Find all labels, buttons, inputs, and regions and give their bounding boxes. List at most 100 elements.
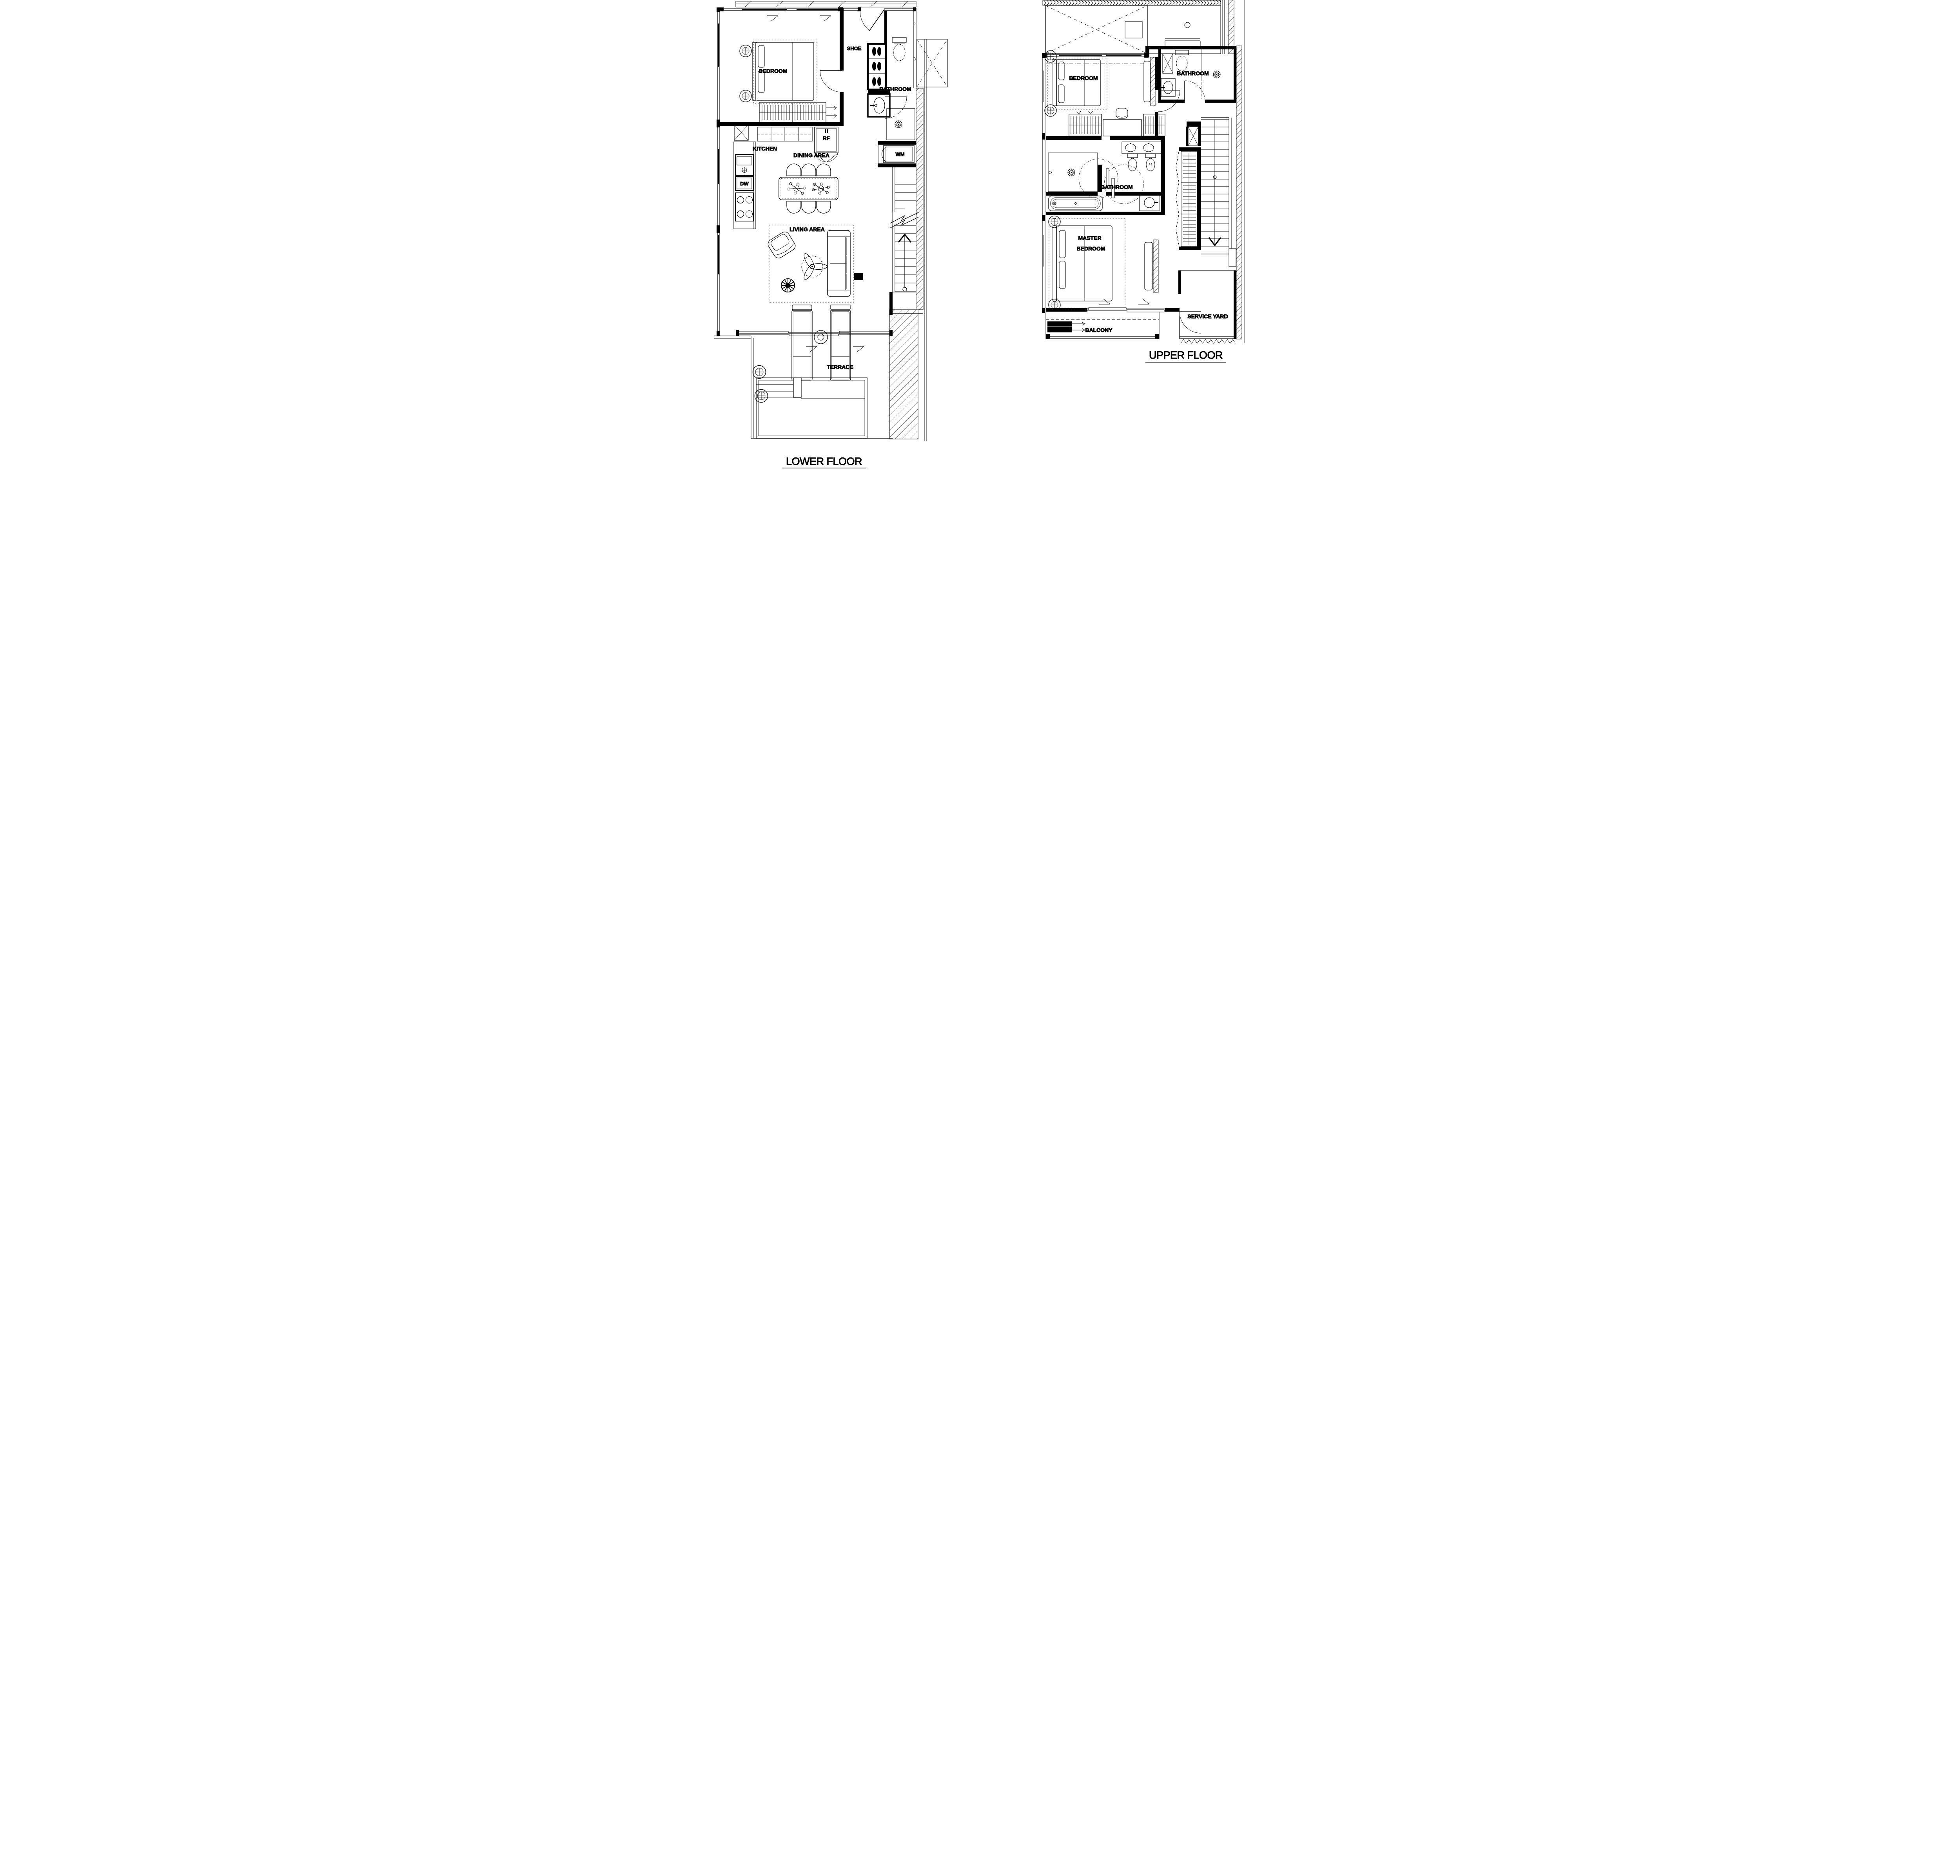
stair-up-arrow bbox=[898, 233, 911, 243]
roof-void bbox=[1042, 0, 1234, 54]
kitchen: DW RF KITCHEN bbox=[733, 124, 838, 229]
bifold-doors bbox=[1175, 152, 1179, 245]
staircase-lower bbox=[889, 167, 923, 314]
service-yard: SERVICE YARD bbox=[1178, 270, 1236, 344]
bed bbox=[752, 42, 814, 101]
shoes-icon bbox=[872, 47, 881, 86]
terrace-table bbox=[813, 330, 828, 344]
living-area: LIVING AREA bbox=[768, 225, 863, 303]
dining-area: DINING AREA bbox=[778, 152, 838, 214]
stool bbox=[1115, 108, 1128, 119]
terrace: TERRACE bbox=[752, 305, 867, 439]
room-label-bedroom-lower: BEDROOM bbox=[759, 68, 787, 74]
bathroom-door-swing bbox=[885, 96, 907, 119]
room-label-bedroom-upper: BEDROOM bbox=[1069, 75, 1098, 81]
bedroom-upper: BEDROOM bbox=[1044, 50, 1180, 117]
laundry-closet: WM bbox=[878, 145, 915, 163]
duct-x-box bbox=[734, 124, 748, 141]
balcony: BALCONY bbox=[1045, 312, 1159, 339]
bathroom-upper-top: BATHROOM bbox=[1160, 49, 1220, 102]
dishwasher: DW bbox=[735, 176, 754, 191]
entry-door bbox=[860, 9, 885, 31]
pouf bbox=[780, 278, 795, 293]
place-setting bbox=[811, 181, 830, 196]
shower-lower bbox=[886, 108, 915, 140]
washer-door bbox=[881, 147, 886, 162]
bathroom-upper-mid: BATHROOM bbox=[1048, 142, 1161, 211]
bedroom-door bbox=[820, 70, 842, 93]
armchair bbox=[768, 231, 795, 259]
tall-closet bbox=[1175, 151, 1198, 247]
dressing-area bbox=[1068, 108, 1199, 146]
planter bbox=[752, 365, 766, 379]
rug bbox=[769, 225, 853, 303]
cooktop bbox=[735, 192, 754, 221]
sun-lounger bbox=[791, 305, 813, 381]
sofa bbox=[827, 230, 851, 297]
room-label-master-line1: MASTER bbox=[1078, 235, 1101, 241]
bedroom-door-upper bbox=[1158, 90, 1180, 112]
floor-plan-drawing: BEDROOM SHOE bbox=[714, 0, 1244, 468]
toilet-icon bbox=[1174, 50, 1189, 71]
master-bedroom: MASTER BEDROOM bbox=[1048, 216, 1165, 312]
bedroom-lower: BEDROOM bbox=[739, 40, 842, 123]
opening-marks bbox=[806, 346, 864, 352]
nightstand bbox=[739, 90, 752, 102]
upper-counter bbox=[757, 127, 813, 142]
vanity-sink bbox=[867, 93, 891, 118]
service-yard-door bbox=[1179, 311, 1201, 334]
ac-louver bbox=[1047, 321, 1085, 332]
tv-wall bbox=[1153, 239, 1158, 293]
master-sliding-door bbox=[1087, 307, 1165, 312]
room-label-kitchen: KITCHEN bbox=[752, 145, 777, 152]
wardrobe-lower bbox=[759, 102, 837, 123]
room-label-service-yard: SERVICE YARD bbox=[1187, 313, 1228, 319]
terrace-sliding-door bbox=[735, 330, 893, 336]
room-label-dining: DINING AREA bbox=[793, 152, 829, 158]
side-table bbox=[854, 273, 863, 280]
pocket-door-swings bbox=[1078, 158, 1143, 204]
toilet-icon bbox=[891, 37, 907, 61]
upper-floor-plan: BEDROOM BATHROOM bbox=[1042, 0, 1244, 363]
ceiling-fan bbox=[801, 253, 828, 280]
stair-break-line bbox=[889, 212, 918, 224]
kitchen-sink bbox=[735, 154, 754, 176]
bed bbox=[1052, 225, 1112, 301]
lower-title-block: LOWER FLOOR bbox=[782, 455, 866, 468]
stair-down-arrow bbox=[1208, 237, 1221, 247]
toilet-icon bbox=[1127, 153, 1138, 171]
bidet-icon bbox=[1145, 153, 1156, 171]
room-label-master-line2: BEDROOM bbox=[1076, 245, 1105, 252]
tv-console bbox=[1143, 61, 1151, 102]
exterior-walls-lower bbox=[714, 7, 947, 441]
appliance-label-rf: RF bbox=[823, 135, 829, 141]
vanity-sink bbox=[1160, 78, 1176, 97]
tv-wall bbox=[1150, 57, 1155, 106]
appliance-label-dw: DW bbox=[740, 181, 749, 187]
room-label-bathroom-upper-mid: BATHROOM bbox=[1101, 184, 1132, 190]
room-label-balcony: BALCONY bbox=[1085, 327, 1112, 333]
appliance-label-wm: WM bbox=[895, 151, 904, 157]
plan-title-lower: LOWER FLOOR bbox=[786, 455, 862, 467]
room-label-terrace: TERRACE bbox=[827, 364, 853, 370]
tv-console bbox=[1144, 242, 1153, 290]
interior-walls-lower bbox=[719, 8, 916, 315]
room-label-bathroom-upper-top: BATHROOM bbox=[1177, 70, 1209, 76]
shower-upper bbox=[1201, 49, 1220, 99]
opening-marks bbox=[1099, 298, 1149, 305]
bathroom-door-upper bbox=[1184, 80, 1205, 102]
room-label-bathroom-lower: BATHROOM bbox=[879, 86, 911, 92]
opening-marks bbox=[767, 15, 831, 22]
room-label-shoe: SHOE bbox=[847, 45, 861, 51]
plan-title-upper: UPPER FLOOR bbox=[1149, 349, 1222, 361]
staircase-upper bbox=[1201, 117, 1236, 267]
shoe-area: SHOE bbox=[847, 43, 887, 90]
canopy-band bbox=[735, 1, 916, 7]
shower-room bbox=[1048, 152, 1098, 192]
lower-floor-plan: BEDROOM SHOE bbox=[714, 1, 947, 468]
upper-title-block: UPPER FLOOR bbox=[1145, 349, 1226, 363]
nightstand bbox=[739, 45, 752, 57]
double-vanity bbox=[1121, 142, 1161, 154]
nightstand bbox=[1044, 104, 1057, 117]
interior-walls-upper bbox=[1045, 46, 1236, 339]
